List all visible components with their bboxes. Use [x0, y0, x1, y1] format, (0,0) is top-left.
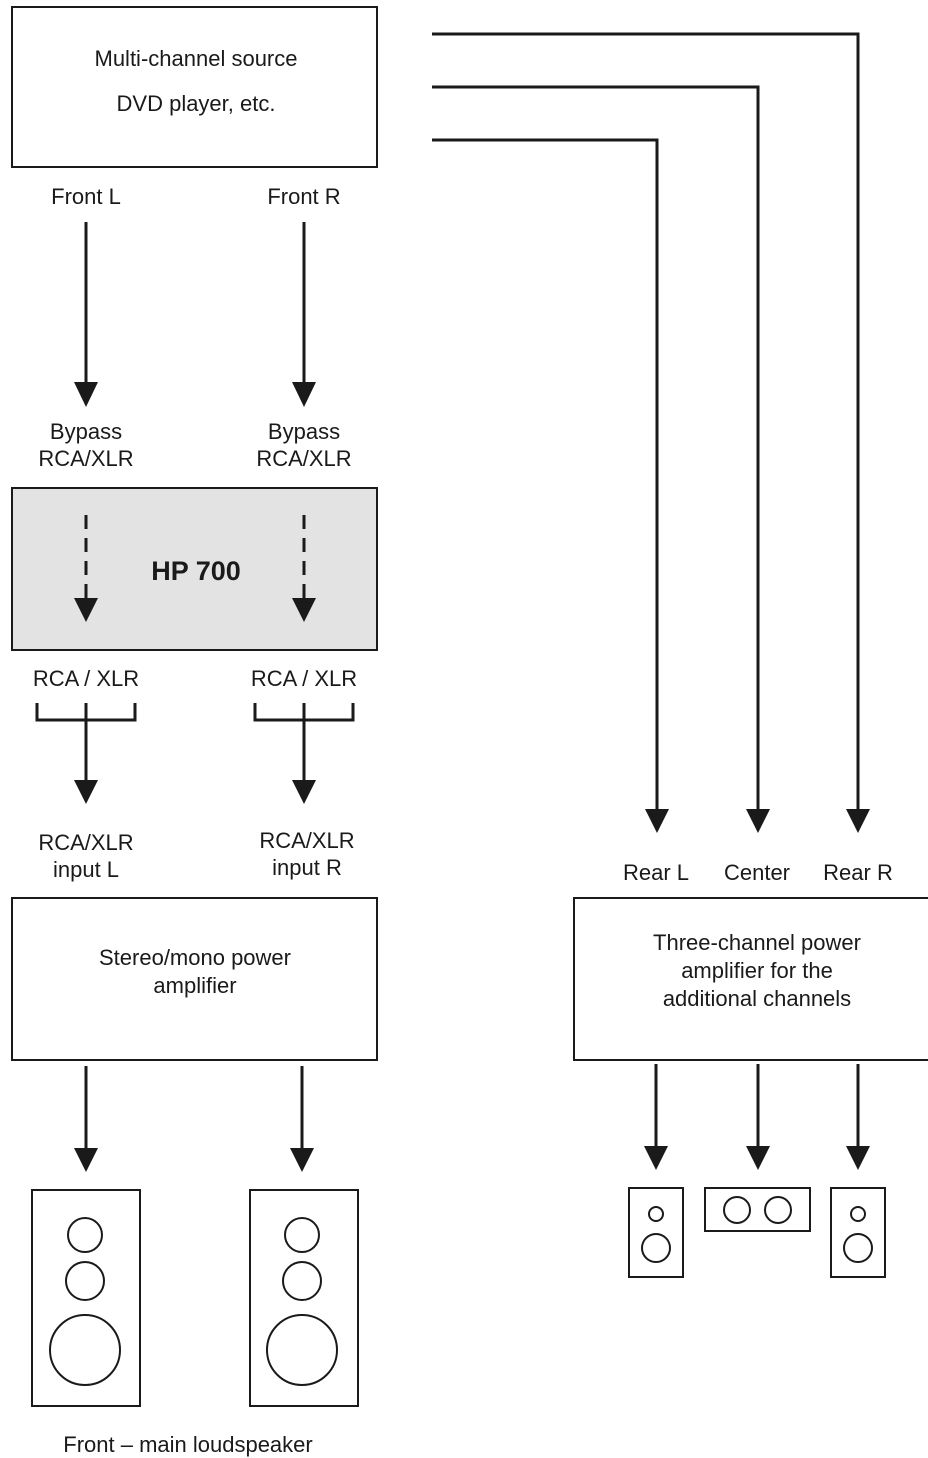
- hp700-output-right-label: RCA / XLR: [251, 666, 357, 691]
- stereo-amp-box: [11, 897, 378, 1061]
- three-ch-amp-line3: additional channels: [663, 986, 851, 1011]
- bypass-right-line2: RCA/XLR: [256, 446, 351, 471]
- input-right-line1: RCA/XLR: [259, 828, 354, 853]
- center-speaker: [704, 1187, 811, 1232]
- woofer: [49, 1314, 121, 1386]
- hp700-bypass-left-arrowhead: [74, 598, 98, 622]
- center-label: Center: [724, 860, 790, 885]
- rear-left-speaker: [628, 1187, 684, 1278]
- amp-out-right-arrowhead: [290, 1148, 314, 1172]
- rear-r-label: Rear R: [823, 860, 893, 885]
- hp700-bypass-right-arrowhead: [292, 598, 316, 622]
- front-r-label: Front R: [267, 184, 340, 209]
- front-right-loudspeaker: [249, 1189, 359, 1407]
- hp700-output-left-label: RCA / XLR: [33, 666, 139, 691]
- rear-l-out-arrowhead: [644, 1146, 668, 1170]
- bypass-right-line1: Bypass: [268, 419, 340, 444]
- amp-out-left-arrowhead: [74, 1148, 98, 1172]
- multichannel-source-box: [11, 6, 378, 168]
- rear-r-out-arrowhead: [846, 1146, 870, 1170]
- driver-right: [764, 1196, 792, 1224]
- rear-l-signal-line: [432, 138, 659, 812]
- rear-right-speaker: [830, 1187, 886, 1278]
- bypass-left-line2: RCA/XLR: [38, 446, 133, 471]
- front-l-label: Front L: [51, 184, 121, 209]
- driver-left: [723, 1196, 751, 1224]
- center-arrowhead: [746, 809, 770, 833]
- bypass-left-line1: Bypass: [50, 419, 122, 444]
- input-left-line2: input L: [53, 857, 119, 882]
- woofer: [641, 1233, 671, 1263]
- tweeter: [850, 1206, 866, 1222]
- input-left-line1: RCA/XLR: [38, 830, 133, 855]
- source-title: Multi-channel source: [95, 46, 298, 71]
- center-signal-line: [432, 85, 760, 812]
- hp700-label: HP 700: [151, 556, 241, 586]
- input-right-line2: input R: [272, 855, 342, 880]
- rear-r-signal-line: [432, 32, 860, 812]
- rear-l-label: Rear L: [623, 860, 689, 885]
- output-right-arrowhead: [292, 780, 316, 804]
- tweeter: [284, 1217, 320, 1253]
- stereo-amp-line1: Stereo/mono power: [99, 945, 291, 970]
- front-r-arrowhead: [292, 382, 316, 407]
- three-ch-amp-line1: Three-channel power: [653, 930, 861, 955]
- woofer: [266, 1314, 338, 1386]
- front-speaker-caption: Front – main loudspeaker: [63, 1432, 312, 1457]
- source-subtitle: DVD player, etc.: [117, 91, 276, 116]
- hp700-box: [11, 487, 378, 651]
- output-left-arrowhead: [74, 780, 98, 804]
- midrange-driver: [282, 1261, 322, 1301]
- speaker-cabinet: [628, 1187, 684, 1278]
- tweeter: [67, 1217, 103, 1253]
- woofer: [843, 1233, 873, 1263]
- tweeter: [648, 1206, 664, 1222]
- rear-l-arrowhead: [645, 809, 669, 833]
- stereo-amp-line2: amplifier: [153, 973, 236, 998]
- center-out-arrowhead: [746, 1146, 770, 1170]
- three-channel-amp-box: [573, 897, 928, 1061]
- front-left-loudspeaker: [31, 1189, 141, 1407]
- speaker-cabinet: [704, 1187, 811, 1232]
- three-ch-amp-line2: amplifier for the: [681, 958, 833, 983]
- midrange-driver: [65, 1261, 105, 1301]
- rear-r-arrowhead: [846, 809, 870, 833]
- front-l-arrowhead: [74, 382, 98, 407]
- speaker-cabinet: [830, 1187, 886, 1278]
